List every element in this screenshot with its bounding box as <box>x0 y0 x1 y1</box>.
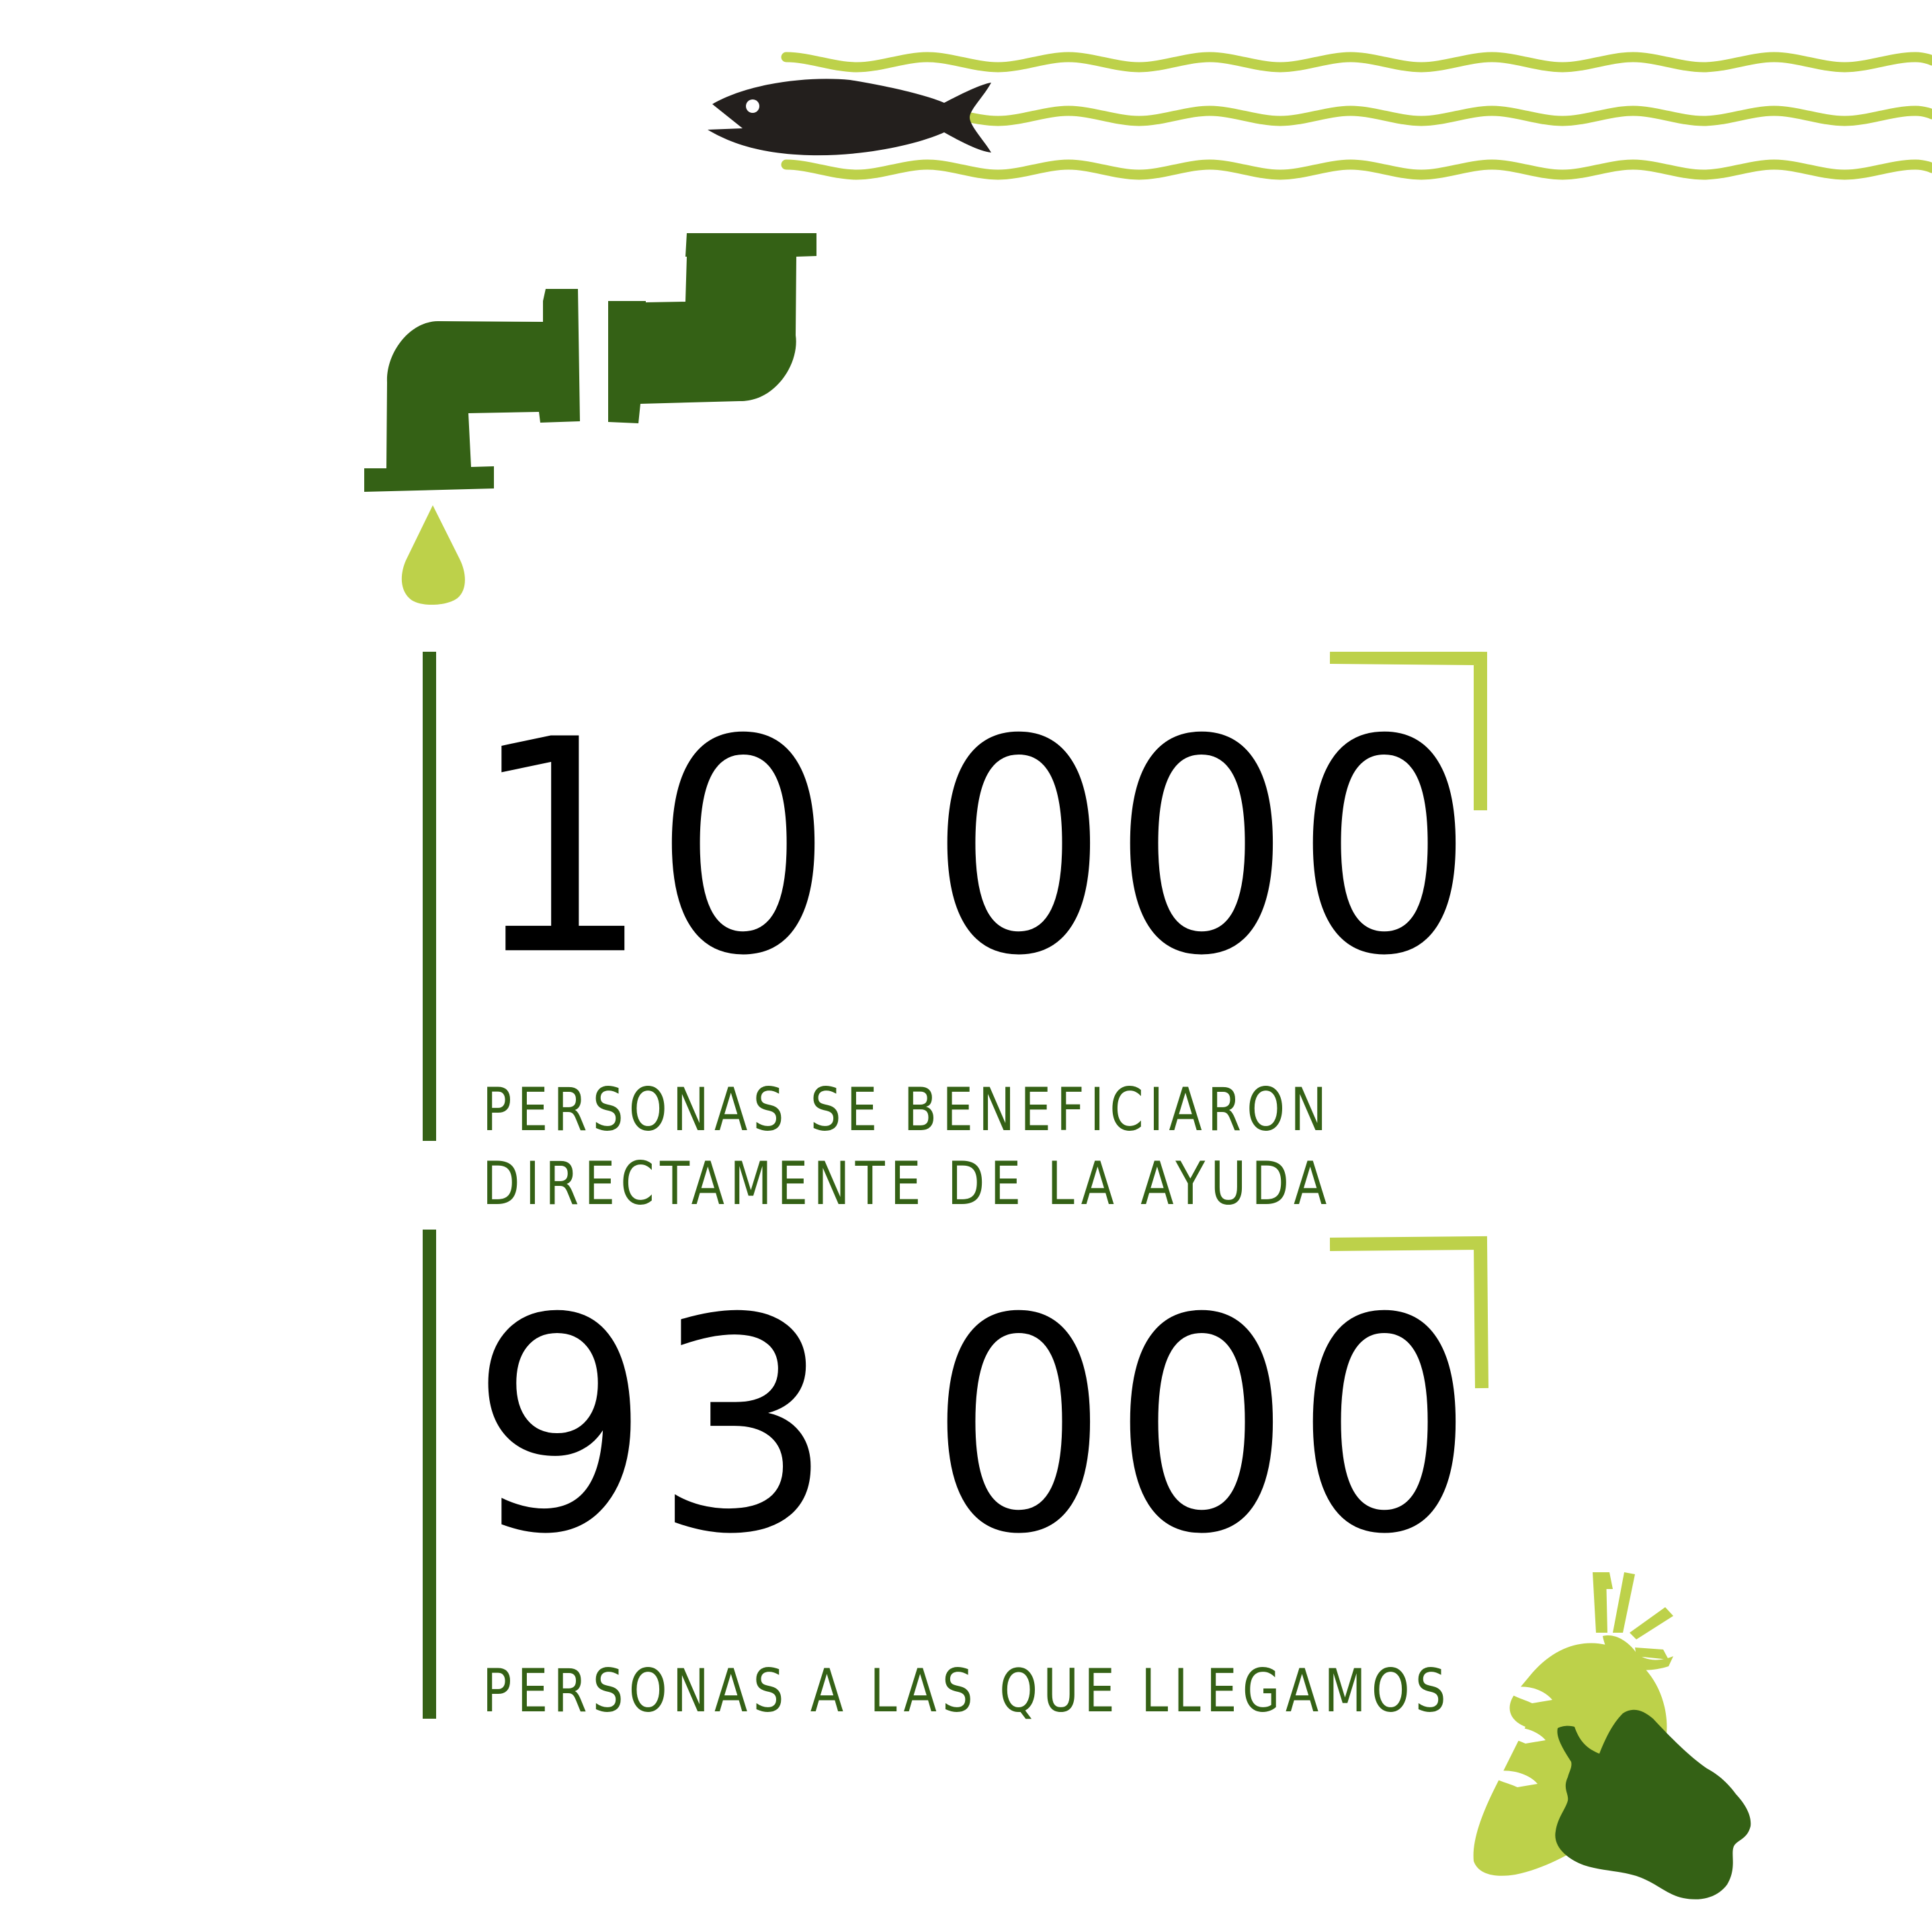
fish-icon <box>708 79 991 156</box>
stat-1-caption-line-1: PERSONAS SE BENEFICIARON <box>482 1075 1333 1144</box>
stat-2-corner-bracket <box>1330 1236 1488 1389</box>
stat-1-caption-line-2: DIRECTAMENTE DE LA AYUDA <box>482 1149 1333 1218</box>
broken-pipe-icon <box>364 233 816 492</box>
stat-2-accent-bar <box>423 1230 436 1719</box>
stat-1-value: 10 000 <box>470 677 1478 1021</box>
stat-2-value: 93 000 <box>470 1256 1478 1599</box>
water-drop-icon <box>401 505 465 605</box>
stat-1-accent-bar <box>423 652 436 1141</box>
waves-icon <box>781 52 1932 180</box>
vegetables-icon <box>1473 1572 1751 1899</box>
stat-1-corner-bracket <box>1330 652 1487 810</box>
stat-2-caption: PERSONAS A LAS QUE LLEGAMOS <box>482 1656 1452 1725</box>
